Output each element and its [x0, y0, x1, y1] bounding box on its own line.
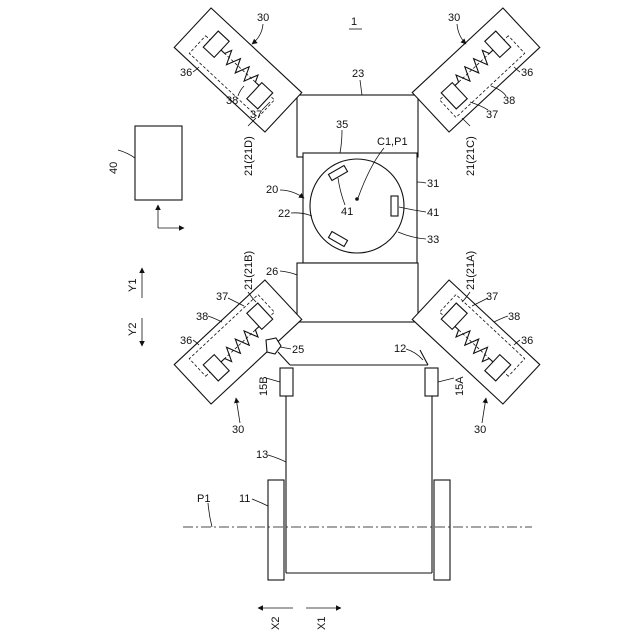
label-assembly: 20: [266, 184, 278, 196]
leader-axis: [208, 503, 212, 527]
label-sensor-a: 15A: [454, 376, 466, 396]
leader-spring-br: [494, 316, 508, 322]
label-spring-br: 38: [508, 311, 520, 323]
label-pad-inner: 41: [341, 206, 353, 218]
label-center: C1,P1: [377, 136, 408, 148]
leader-wheel: [252, 499, 268, 506]
label-unit-bl: 30: [232, 424, 244, 436]
leader-spring-bl: [208, 316, 222, 322]
label-dir-y2: Y2: [127, 323, 139, 336]
label-housing-tr: 36: [521, 67, 533, 79]
leader-body: [417, 182, 426, 183]
pad-right: [391, 196, 398, 216]
label-dir-x2: X2: [270, 617, 282, 630]
sensor-15a: [425, 368, 438, 396]
label-spring-tr: 38: [503, 95, 515, 107]
chassis-link-left: [278, 352, 290, 365]
label-arm-tl: 21(21D): [243, 136, 255, 176]
label-dir-x1: X1: [316, 617, 328, 630]
label-slider-bl: 37: [216, 291, 228, 303]
leader-chassis: [268, 455, 286, 462]
leader-assembly: [280, 190, 304, 198]
leader-unit-tr: [457, 24, 466, 44]
leader-unit-bl: [236, 398, 240, 423]
label-controller: 40: [108, 162, 120, 174]
wheel-right: [434, 480, 450, 580]
label-housing-tl: 36: [180, 67, 192, 79]
label-frame: 35: [336, 119, 348, 131]
label-housing-br: 36: [521, 335, 533, 347]
label-axis: P1: [197, 493, 210, 505]
label-unit-br: 30: [474, 424, 486, 436]
label-arm-br: 21(21A): [465, 251, 477, 290]
label-wheel: 11: [239, 493, 250, 505]
chassis-link-right: [420, 350, 428, 365]
leader-unit-tl: [252, 24, 263, 44]
leader-unit-br: [482, 398, 486, 423]
label-hand: 22: [278, 208, 290, 220]
label-housing-bl: 36: [180, 335, 192, 347]
leader-controller: [118, 150, 135, 158]
label-top-block: 23: [352, 68, 364, 80]
controller-box: [135, 126, 182, 200]
wheel-left: [268, 480, 284, 580]
leader-stopper: [280, 347, 291, 349]
label-spring-tl: 38: [226, 95, 238, 107]
label-spring-bl: 38: [196, 311, 208, 323]
sensor-15b: [280, 368, 293, 396]
label-arm-bl: 21(21B): [243, 251, 255, 290]
label-slider-br: 37: [486, 291, 498, 303]
leader-top-block: [360, 80, 362, 95]
label-pad-right: 41: [427, 207, 439, 219]
leader-sensor-a: [438, 378, 454, 382]
leader-bottom-block: [280, 271, 297, 275]
label-slider-tr: 37: [486, 109, 498, 121]
label-bottom-block: 26: [266, 266, 278, 278]
label-stopper: 25: [292, 344, 304, 356]
label-plate: 33: [427, 234, 439, 246]
label-unit-tl: 30: [257, 12, 269, 24]
label-link: 12: [394, 343, 406, 355]
label-unit-tr: 30: [448, 12, 460, 24]
label-sensor-b: 15B: [258, 376, 270, 396]
leader-arm-tr: [462, 118, 470, 126]
body-frame: [303, 153, 417, 263]
bottom-block: [297, 263, 418, 322]
label-dir-y1: Y1: [127, 279, 139, 292]
label-body: 31: [427, 178, 439, 190]
label-chassis: 13: [256, 449, 268, 461]
system-label: 1: [351, 16, 357, 28]
unit-top-left: [174, 8, 302, 132]
label-arm-tr: 21(21C): [465, 136, 477, 176]
label-slider-tl: 37: [250, 109, 262, 121]
